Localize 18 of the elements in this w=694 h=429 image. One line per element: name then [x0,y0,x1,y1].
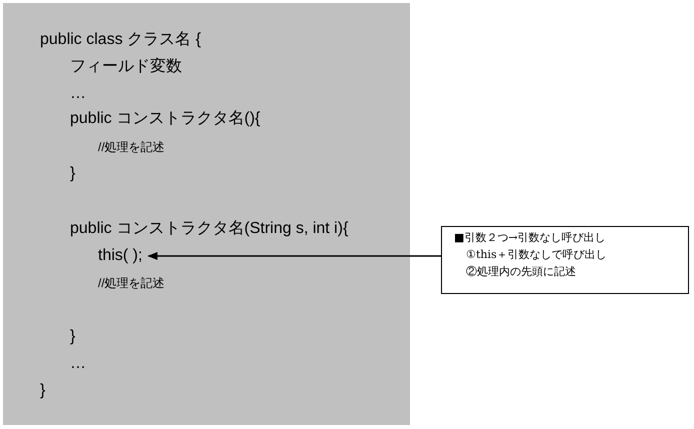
code-line: public class クラス名 { [40,30,201,50]
code-line: … [70,354,86,374]
note-line: ①this＋引数なしで呼び出し [466,248,607,262]
code-line: フィールド変数 [70,57,182,77]
code-line: } [70,164,76,184]
code-comment: //処理を記述 [98,275,165,292]
note-line: ②処理内の先頭に記述 [466,265,576,279]
note-line: ■引数２つ→引数なし呼び出し [454,231,606,245]
code-line: … [70,84,86,104]
code-comment: //処理を記述 [98,139,165,156]
code-line: } [40,381,46,401]
code-panel [3,3,410,425]
arrow [147,252,441,260]
code-line: } [70,327,76,347]
code-line: this( ); [98,246,142,266]
callout-box [441,226,689,294]
code-line: public コンストラクタ名(){ [70,109,260,129]
code-line: public コンストラクタ名(String s, int i){ [70,219,348,239]
